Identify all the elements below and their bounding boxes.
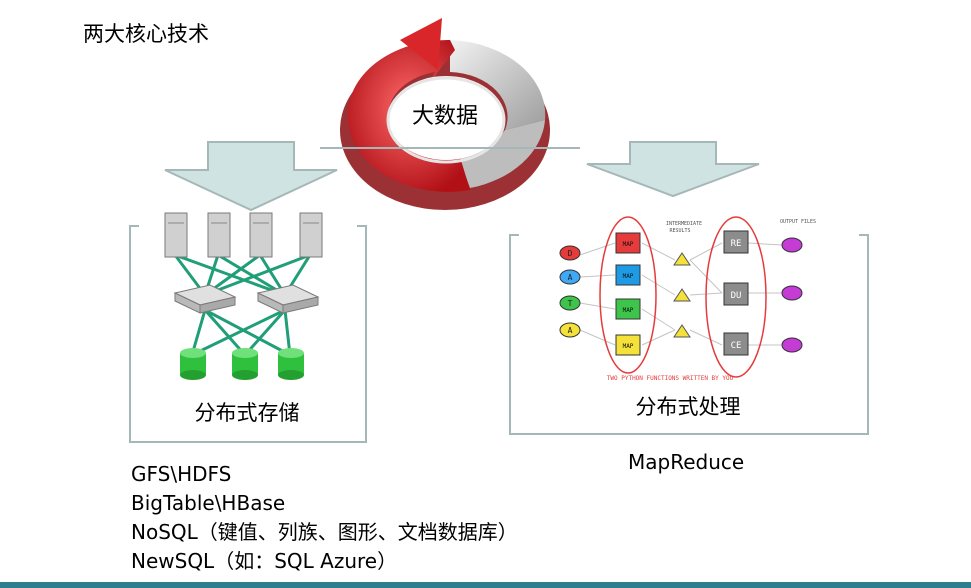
map-outline: [599, 216, 657, 374]
list-item: NewSQL（如：SQL Azure）: [131, 549, 398, 573]
reducer-label: DU: [731, 291, 742, 301]
center-label: 大数据: [411, 104, 478, 129]
intermediate-triangles: [673, 252, 691, 338]
output-label: OUTPUT FILES: [780, 219, 816, 225]
input-label: D: [568, 249, 573, 258]
intermediate-label: RESULTS: [669, 228, 690, 234]
input-label: T: [568, 299, 573, 308]
reducer-label: RE: [731, 239, 742, 249]
list-item: BigTable\HBase: [131, 491, 286, 515]
map-label: MAP: [623, 343, 634, 350]
arrow-down-left-icon: [164, 141, 338, 212]
cycle-red-segment: [347, 39, 470, 192]
list-item: NoSQL（键值、列族、图形、文档数据库）: [131, 520, 518, 544]
map-label: MAP: [623, 241, 634, 248]
input-label: A: [568, 273, 573, 282]
storage-cluster-graphic: [164, 212, 323, 380]
server-icon: [164, 212, 323, 258]
reduce-outline: [705, 216, 767, 378]
big-data-cycle-graphic: [340, 18, 550, 210]
storage-frame: [129, 225, 367, 443]
page-title: 两大核心技术: [83, 22, 209, 46]
input-blobs: [559, 245, 581, 338]
switch-icon: [173, 284, 320, 314]
input-label: A: [568, 326, 573, 335]
disk-icon: [180, 348, 304, 380]
reducer-label: CE: [731, 341, 742, 351]
list-item: GFS\HDFS: [131, 462, 232, 486]
processing-frame: [509, 234, 869, 435]
bottom-bar: [0, 582, 971, 588]
map-label: MAP: [623, 273, 634, 280]
output-blobs: [781, 237, 803, 353]
storage-label: 分布式存储: [194, 401, 300, 425]
diagram-footer: TWO PYTHON FUNCTIONS WRITTEN BY YOU: [607, 375, 734, 382]
mapreduce-graphic: D A T A MAP MAP MAP MAP INTERMEDIATE RES…: [559, 216, 816, 382]
reducer-boxes: [723, 230, 749, 356]
arrow-down-right-icon: [586, 141, 760, 198]
intermediate-label: INTERMEDIATE: [666, 221, 702, 227]
map-label: MAP: [623, 307, 634, 314]
connector-line: [320, 147, 580, 149]
map-boxes: [615, 232, 641, 356]
processing-caption: MapReduce: [628, 450, 745, 474]
cycle-gray-segment: [450, 40, 546, 130]
processing-label: 分布式处理: [635, 395, 741, 419]
cycle-arrow-head: [400, 18, 442, 70]
storage-technology-list: GFS\HDFS BigTable\HBase NoSQL（键值、列族、图形、文…: [131, 460, 518, 576]
